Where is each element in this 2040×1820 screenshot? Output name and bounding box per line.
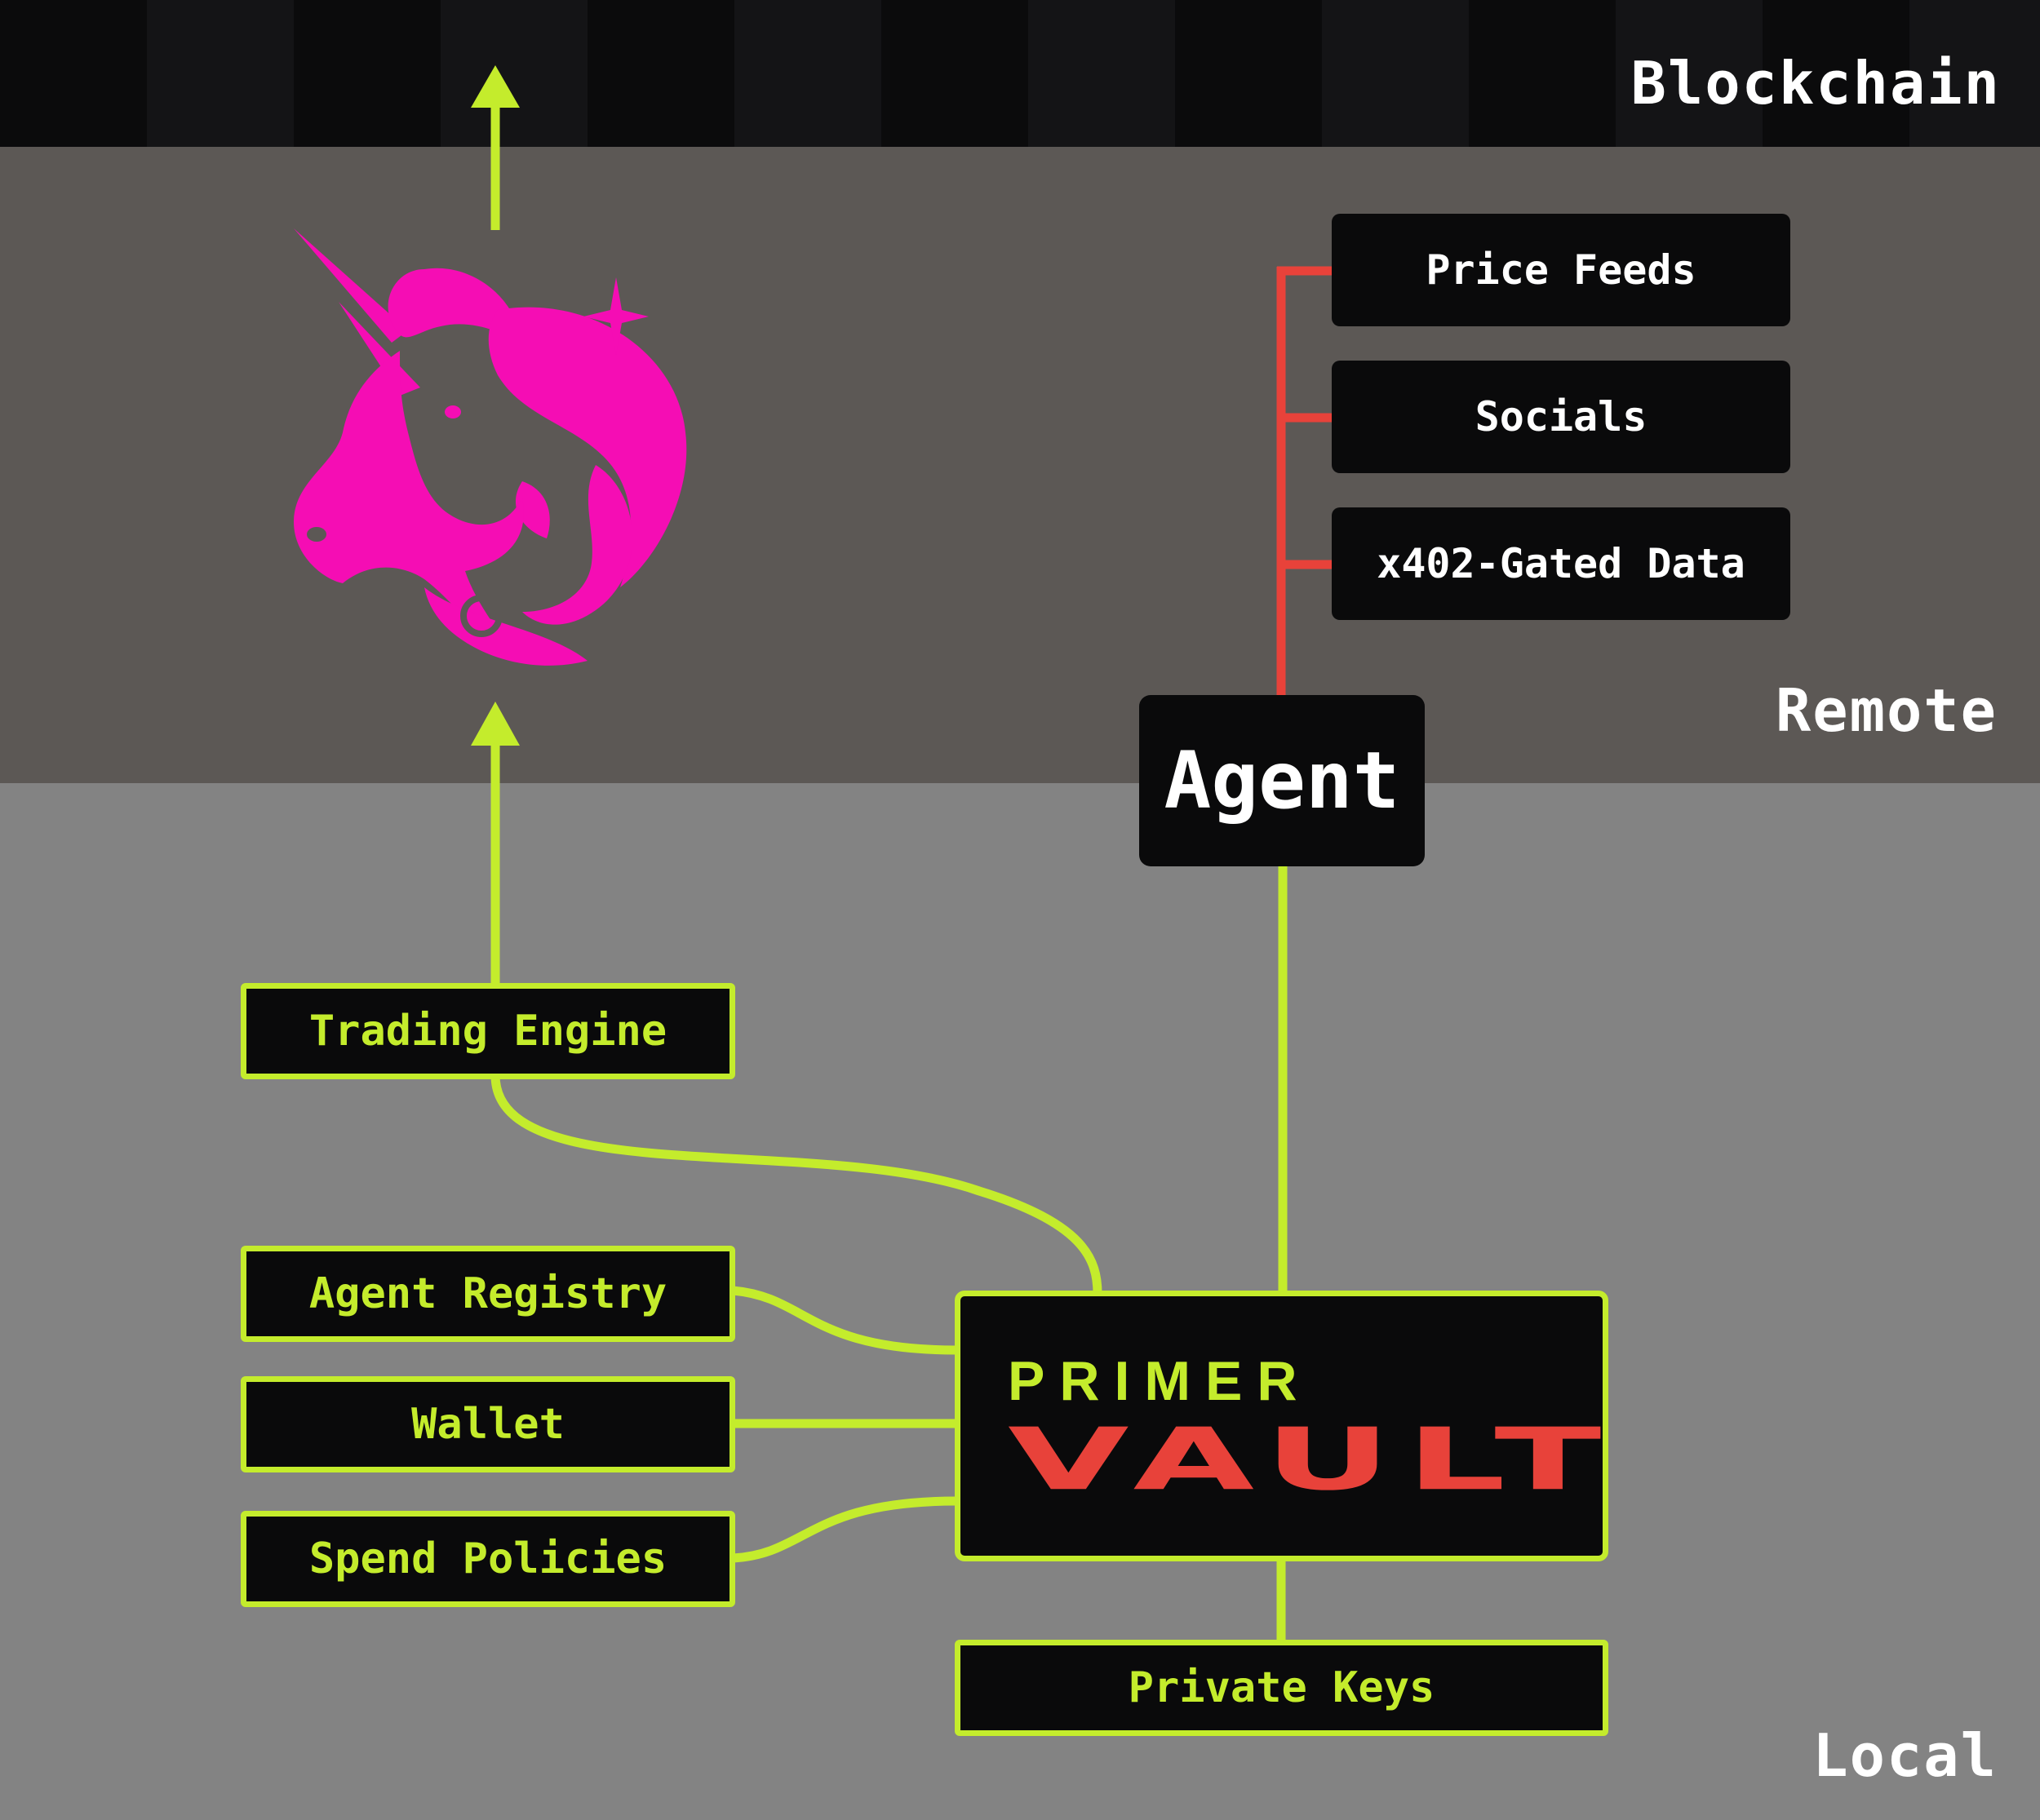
vault-brand-text: PRIMER <box>1008 1350 1312 1412</box>
agent-label: Agent <box>1164 735 1400 826</box>
primer-vault-box[interactable]: PRIMER VAULT <box>955 1291 1608 1561</box>
uniswap-unicorn-icon <box>294 228 687 666</box>
agent-registry-to-vault-curve <box>732 1286 958 1355</box>
agent-registry-box[interactable]: Agent Registry <box>241 1246 735 1342</box>
wallet-label: Wallet <box>411 1400 565 1449</box>
private-keys-box[interactable]: Private Keys <box>955 1640 1608 1736</box>
spend-policies-to-vault-curve <box>732 1496 958 1563</box>
remote-zone-label: Remote <box>1775 676 1998 745</box>
logo-arrow-head <box>471 702 520 746</box>
spend-policies-box[interactable]: Spend Policies <box>241 1511 735 1607</box>
private-keys-label: Private Keys <box>1128 1663 1435 1712</box>
agent-registry-label: Agent Registry <box>308 1269 667 1318</box>
blockchain-arrow-head <box>471 65 520 108</box>
socials-box[interactable]: Socials <box>1332 361 1790 473</box>
price-feeds-box[interactable]: Price Feeds <box>1332 214 1790 326</box>
local-zone-label: Local <box>1812 1721 1998 1790</box>
spend-policies-label: Spend Policies <box>308 1534 667 1583</box>
blockchain-zone-label: Blockchain <box>1630 49 2001 117</box>
price-feeds-label: Price Feeds <box>1426 246 1696 294</box>
vault-product-text: VAULT <box>1008 1410 1616 1510</box>
x402-gated-data-box[interactable]: x402-Gated Data <box>1332 507 1790 620</box>
blockchain-zone <box>0 0 2040 147</box>
agent-box[interactable]: Agent <box>1139 695 1425 866</box>
trading-engine-box[interactable]: Trading Engine <box>241 983 735 1079</box>
remote-connectors <box>1276 266 1332 697</box>
x402-gated-data-label: x402-Gated Data <box>1377 540 1745 587</box>
socials-label: Socials <box>1475 393 1648 441</box>
wallet-box[interactable]: Wallet <box>241 1376 735 1472</box>
trading-engine-to-vault-curve <box>490 1074 1102 1295</box>
trading-engine-label: Trading Engine <box>308 1007 667 1056</box>
local-connectors <box>490 98 1288 1644</box>
